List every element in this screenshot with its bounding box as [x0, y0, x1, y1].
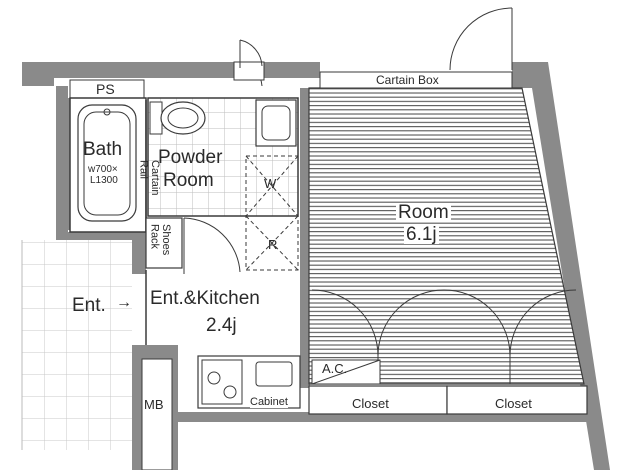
- shoes-rack: [145, 217, 183, 269]
- kitchen-name: Ent.&Kitchen: [150, 288, 260, 309]
- washer-label: W: [264, 176, 277, 191]
- washbasin-icon: [255, 99, 297, 147]
- bathtub: [77, 104, 137, 222]
- bath-label: Bath: [83, 139, 123, 160]
- entrance-floor: [22, 240, 132, 345]
- powder-door-arc: [239, 39, 263, 67]
- closet-door-arcs: [311, 289, 577, 384]
- sink-icon: [255, 361, 293, 387]
- entrance-arrow-icon: →: [116, 294, 132, 311]
- kitchen-size: 2.4j: [206, 315, 237, 336]
- curtain-box-label: Cartain Box: [376, 73, 439, 87]
- shoes-rack-label-1: Shoes: [160, 224, 173, 256]
- entrance-floor-lower: [22, 345, 132, 450]
- powder-room-label-1: Powder: [158, 147, 223, 168]
- stove-icon: [201, 359, 243, 405]
- room-size: 6.1j: [404, 224, 439, 245]
- entrance-label: Ent.: [72, 295, 106, 316]
- closet-1-label: Closet: [352, 396, 389, 411]
- bath-size-length: L1300: [90, 175, 118, 186]
- entrance-door-arc: [183, 217, 241, 273]
- meter-box: [141, 358, 173, 470]
- shoes-rack-label: Shoes Rack: [148, 224, 173, 256]
- ps-label: PS: [96, 81, 115, 97]
- cabinet-label: Cabinet: [250, 396, 288, 408]
- closet-2-label: Closet: [495, 396, 532, 411]
- shoes-rack-label-2: Rack: [148, 224, 161, 250]
- fridge-label: R: [268, 237, 278, 252]
- toilet-icon: [149, 101, 163, 135]
- fridge-space: [245, 215, 299, 271]
- curtain-rail-label-2: Rail: [137, 160, 150, 179]
- bath-size-width: w700×: [88, 164, 118, 175]
- curtain-rail-label-1: Cartain: [149, 160, 162, 196]
- room-name: Room: [396, 202, 451, 223]
- curtain-rail-label: Cartain Rail: [137, 160, 162, 196]
- mb-label: MB: [144, 397, 164, 412]
- closet-2: [446, 385, 588, 415]
- curtain-box: [319, 71, 513, 89]
- powder-room-label-2: Room: [163, 170, 214, 191]
- balcony-door-arc: [449, 7, 513, 71]
- ac-label: A.C.: [322, 361, 348, 376]
